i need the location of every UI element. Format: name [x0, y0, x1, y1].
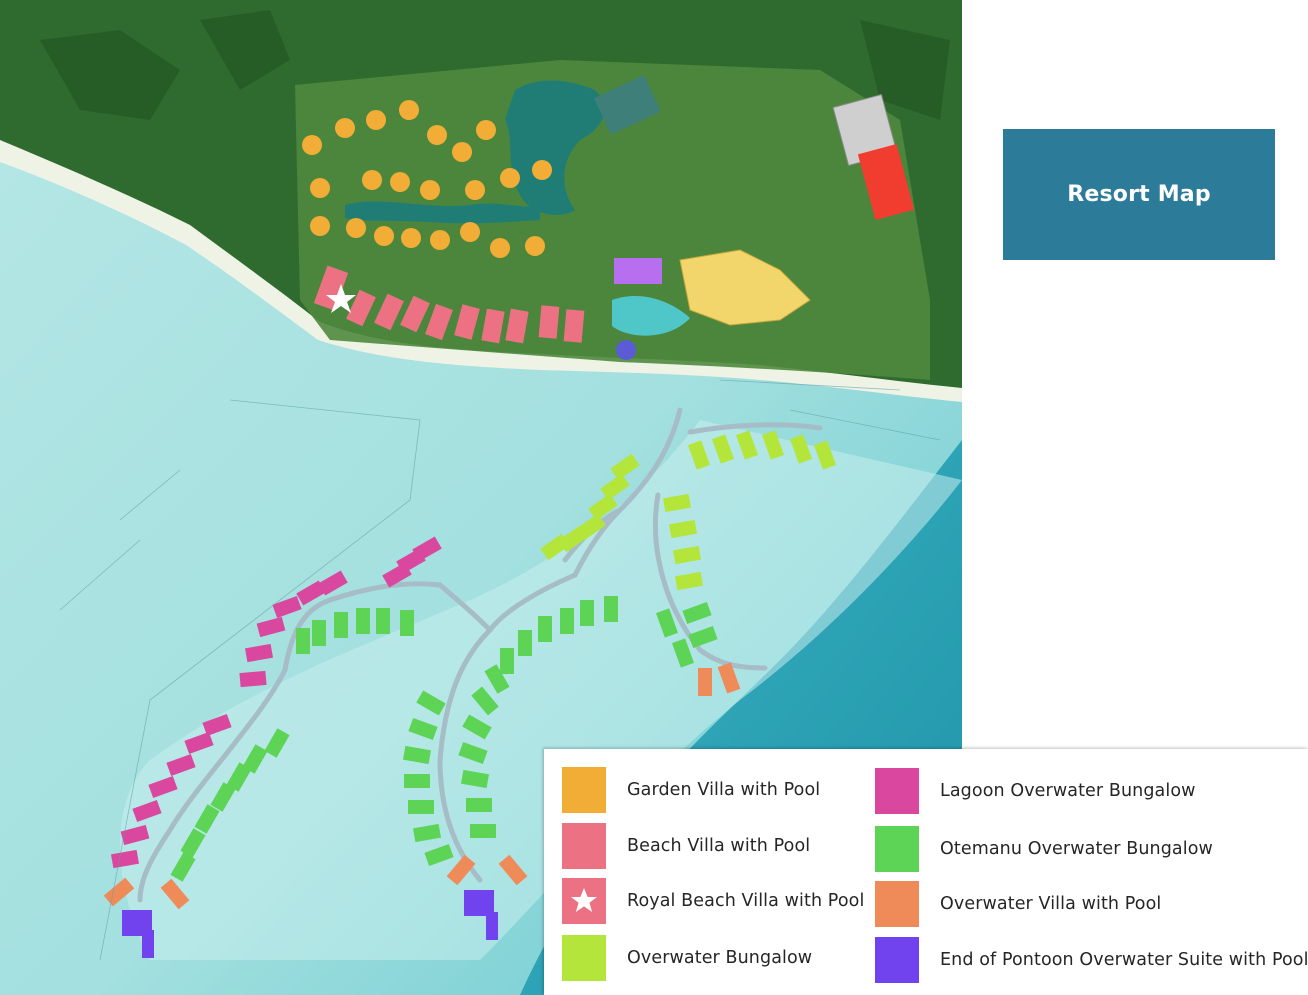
forest-texture — [40, 10, 950, 120]
legend-item-beach-villa: Beach Villa with Pool — [562, 823, 810, 869]
legend-swatch — [875, 937, 919, 983]
legend-swatch — [562, 935, 606, 981]
legend-label: Overwater Bungalow — [627, 948, 813, 968]
legend-label: Lagoon Overwater Bungalow — [940, 781, 1196, 801]
royal-villa-star-icon — [326, 284, 356, 313]
star-icon — [571, 888, 597, 912]
legend-swatch — [875, 881, 919, 927]
resort-aerial-map — [0, 0, 962, 995]
main-facilities — [612, 249, 811, 360]
pontoon-suites — [122, 890, 498, 958]
beach-villas — [313, 265, 585, 344]
legend-label: Overwater Villa with Pool — [940, 894, 1162, 914]
pontoons — [137, 407, 823, 903]
title-banner: Resort Map — [1003, 129, 1275, 260]
legend-item-pontoon-suite: End of Pontoon Overwater Suite with Pool — [875, 937, 1308, 983]
otemanu-bungalows — [170, 596, 718, 882]
legend: Garden Villa with Pool Beach Villa with … — [544, 749, 1308, 995]
lagoon-bungalows — [110, 536, 442, 869]
legend-label: Royal Beach Villa with Pool — [627, 891, 865, 911]
tennis-court — [594, 75, 661, 135]
legend-item-overwater-bungalow: Overwater Bungalow — [562, 935, 812, 981]
legend-item-royal-beach-villa: Royal Beach Villa with Pool — [562, 878, 864, 924]
reef-shallow — [120, 420, 962, 960]
legend-label: Garden Villa with Pool — [627, 780, 821, 800]
service-building — [857, 143, 915, 221]
page-title: Resort Map — [1067, 182, 1211, 207]
pond-channel — [345, 201, 540, 224]
legend-swatch — [562, 823, 606, 869]
legend-item-otemanu-bungalow: Otemanu Overwater Bungalow — [875, 826, 1213, 872]
garden-villas — [302, 100, 552, 258]
pond — [505, 80, 605, 215]
legend-label: End of Pontoon Overwater Suite with Pool — [940, 950, 1308, 970]
legend-label: Beach Villa with Pool — [627, 836, 811, 856]
legend-swatch — [875, 826, 919, 872]
overwater-bungalows — [540, 430, 837, 591]
legend-label: Otemanu Overwater Bungalow — [940, 839, 1213, 859]
legend-item-lagoon-bungalow: Lagoon Overwater Bungalow — [875, 768, 1196, 814]
legend-item-overwater-villa: Overwater Villa with Pool — [875, 881, 1161, 927]
legend-swatch — [875, 768, 919, 814]
legend-swatch — [562, 878, 606, 924]
lagoon-contours — [59, 379, 941, 961]
legend-swatch — [562, 767, 606, 813]
legend-item-garden-villa: Garden Villa with Pool — [562, 767, 820, 813]
